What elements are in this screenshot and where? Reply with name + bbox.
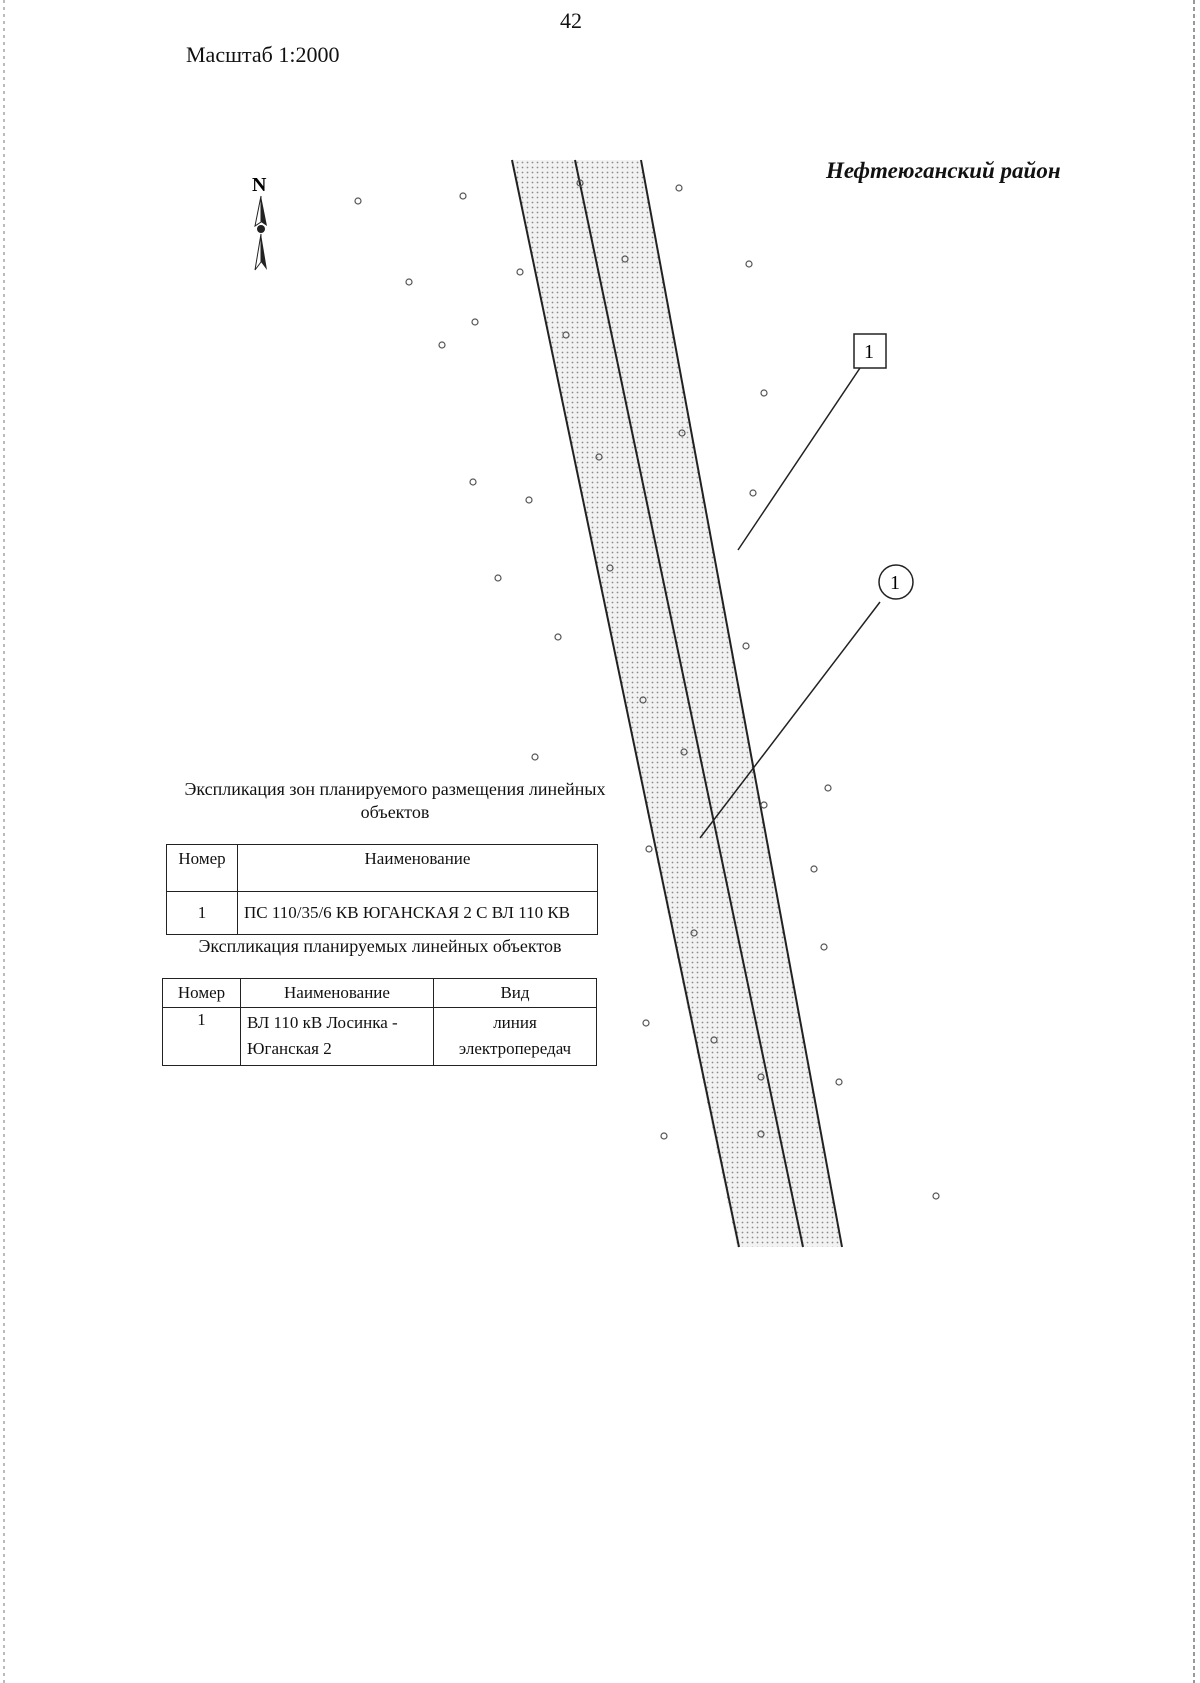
header-number: Номер xyxy=(162,978,241,1008)
linear-objects-table: Номер Наименование Вид 1 ВЛ 110 кВ Лосин… xyxy=(162,978,597,1066)
cell-name: ПС 110/35/6 КВ ЮГАНСКАЯ 2 С ВЛ 110 КВ xyxy=(237,891,598,935)
table2-title: Экспликация планируемых линейных объекто… xyxy=(198,936,562,956)
header-type: Вид xyxy=(433,978,597,1008)
zone-boundary-right xyxy=(640,159,843,1248)
table-header-row: Номер Наименование Вид xyxy=(162,978,597,1008)
cell-name: ВЛ 110 кВ Лосинка - Юганская 2 xyxy=(240,1007,434,1066)
callout-circle-leader xyxy=(699,601,881,839)
table-header-row: Номер Наименование xyxy=(166,844,598,892)
page-number: 42 xyxy=(560,8,582,33)
power-line-axis xyxy=(574,159,804,1248)
zone-boundary-left xyxy=(511,159,740,1248)
header-name: Наименование xyxy=(237,844,598,892)
callout-square: 1 xyxy=(853,333,887,369)
district-label: Нефтеюганский район xyxy=(826,158,1061,183)
callout-circle-number: 1 xyxy=(890,572,900,594)
callout-square-leader xyxy=(737,367,861,551)
table-row: 1 ВЛ 110 кВ Лосинка - Юганская 2 линия э… xyxy=(162,1007,597,1066)
callout-circle: 1 xyxy=(878,564,914,600)
callout-square-number: 1 xyxy=(864,341,874,363)
north-letter: N xyxy=(252,174,267,196)
table1-title: Экспликация зон планируемого размещения … xyxy=(184,779,606,823)
scale-label: Масштаб 1:2000 xyxy=(186,42,340,67)
cell-type: линия электропередач xyxy=(433,1007,597,1066)
cell-number: 1 xyxy=(162,1007,241,1066)
header-number: Номер xyxy=(166,844,238,892)
survey-markers xyxy=(354,179,940,1200)
cell-number: 1 xyxy=(166,891,238,935)
planned-zone-corridor xyxy=(512,160,842,1247)
header-name: Наименование xyxy=(240,978,434,1008)
table-row: 1 ПС 110/35/6 КВ ЮГАНСКАЯ 2 С ВЛ 110 КВ xyxy=(166,891,598,935)
zones-explication-table: Номер Наименование 1 ПС 110/35/6 КВ ЮГАН… xyxy=(166,844,598,935)
north-arrow-icon: N xyxy=(252,174,267,271)
